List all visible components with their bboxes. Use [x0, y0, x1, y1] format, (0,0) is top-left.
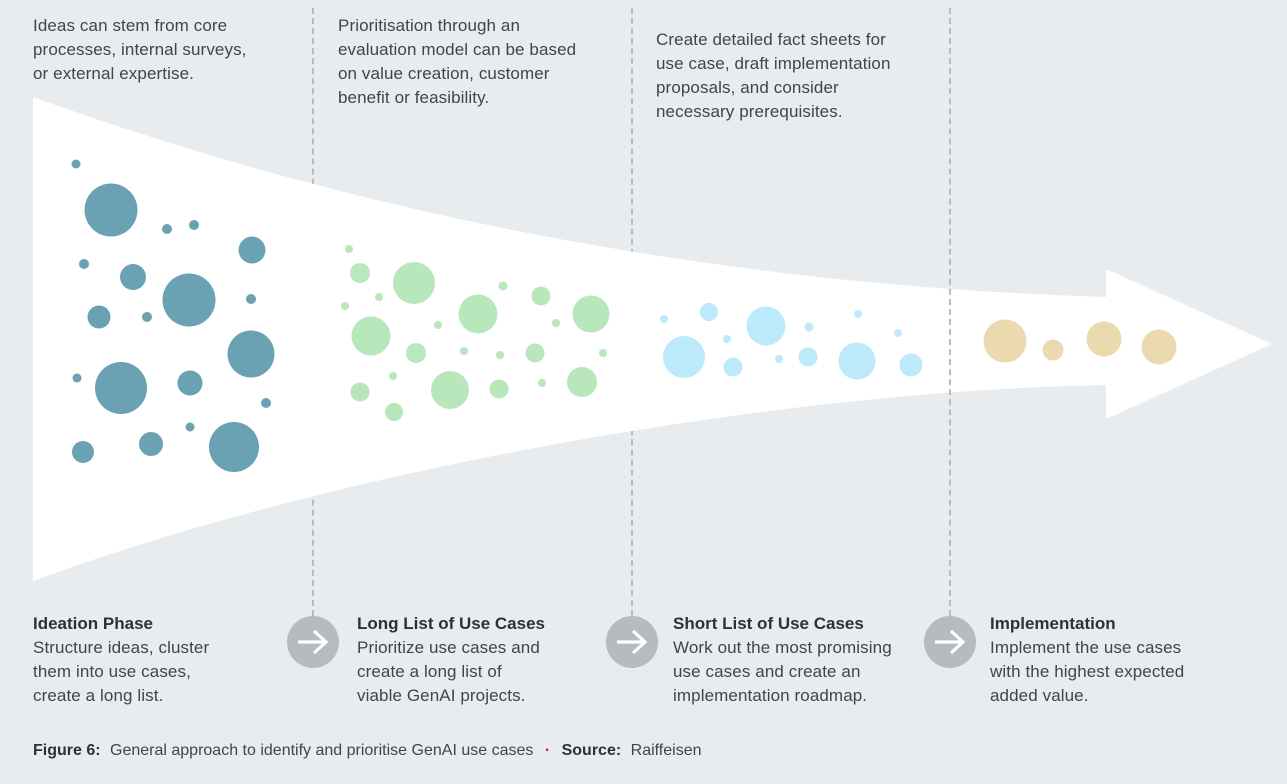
phase-label-ideation: Ideation Phase Structure ideas, cluster …: [33, 612, 293, 708]
next-phase-arrow-icon: [924, 616, 976, 668]
long-list-bubble: [460, 347, 468, 355]
long-list-bubble: [350, 263, 370, 283]
long-list-bubble: [385, 403, 403, 421]
ideation-bubble: [79, 259, 89, 269]
short-list-bubble: [723, 357, 743, 377]
phase-label-short-list: Short List of Use Cases Work out the mos…: [673, 612, 933, 708]
phase-label-implementation: Implementation Implement the use cases w…: [990, 612, 1250, 708]
long-list-bubble: [406, 343, 426, 363]
phase-description: Implement the use cases with the highest…: [990, 638, 1185, 705]
ideation-bubble: [209, 422, 259, 472]
short-list-bubble: [746, 306, 786, 346]
long-list-bubble: [599, 349, 607, 357]
source-text: Raiffeisen: [630, 742, 702, 759]
ideation-bubble: [87, 305, 111, 329]
long-list-bubble: [351, 316, 391, 356]
next-phase-arrow-icon: [606, 616, 658, 668]
long-list-bubble: [567, 367, 597, 397]
long-list-bubble: [393, 262, 435, 304]
long-list-bubble: [525, 343, 545, 363]
long-list-bubble: [431, 371, 469, 409]
short-list-bubble: [775, 355, 783, 363]
ideation-bubble: [246, 294, 256, 304]
note-long-list: Prioritisation through an evaluation mod…: [338, 16, 577, 107]
ideation-bubble: [177, 370, 203, 396]
ideation-bubble: [162, 273, 216, 327]
phase-description: Work out the most promising use cases an…: [673, 638, 892, 705]
phase-description: Prioritize use cases and create a long l…: [357, 638, 540, 705]
phase-title: Long List of Use Cases: [357, 614, 545, 633]
implementation-bubble: [1141, 329, 1177, 365]
long-list-bubble: [538, 379, 546, 387]
ideation-bubble: [71, 159, 81, 169]
short-list-bubble: [894, 329, 902, 337]
long-list-bubble: [496, 351, 504, 359]
ideation-bubble: [261, 398, 271, 408]
note-short-list: Create detailed fact sheets for use case…: [656, 30, 891, 121]
phase-title: Implementation: [990, 614, 1116, 633]
long-list-bubble: [552, 319, 560, 327]
phase-divider-3: [949, 8, 951, 616]
ideation-bubble: [72, 441, 94, 463]
phase-description: Structure ideas, cluster them into use c…: [33, 638, 210, 705]
ideation-bubble: [162, 224, 172, 234]
right-arrow-icon: [298, 629, 329, 655]
figure-text: General approach to identify and priorit…: [110, 742, 534, 759]
long-list-bubble: [345, 245, 353, 253]
right-arrow-icon: [935, 629, 966, 655]
short-list-bubble: [854, 310, 862, 318]
ideation-bubble: [120, 264, 146, 290]
caption-separator-dot: ·: [544, 742, 551, 759]
long-list-bubble: [458, 294, 498, 334]
long-list-bubble: [350, 382, 370, 402]
ideation-bubble: [185, 422, 195, 432]
implementation-bubble: [1086, 321, 1122, 357]
long-list-bubble: [531, 286, 551, 306]
short-list-bubble: [663, 336, 705, 378]
short-list-bubble: [700, 303, 718, 321]
short-list-bubble: [838, 342, 876, 380]
phase-title: Short List of Use Cases: [673, 614, 864, 633]
ideation-bubble: [95, 362, 147, 414]
long-list-bubble: [498, 281, 508, 291]
bubble-layer: [71, 159, 1177, 472]
short-list-bubble: [723, 335, 731, 343]
long-list-bubble: [434, 321, 442, 329]
ideation-bubble: [84, 183, 138, 237]
short-list-bubble: [798, 347, 818, 367]
ideation-bubble: [72, 373, 82, 383]
implementation-bubble: [1042, 339, 1064, 361]
implementation-bubble: [983, 319, 1027, 363]
ideation-bubble: [189, 220, 199, 230]
ideation-bubble: [139, 432, 163, 456]
right-arrow-icon: [617, 629, 648, 655]
long-list-bubble: [572, 295, 610, 333]
long-list-bubble: [489, 379, 509, 399]
phase-label-long-list: Long List of Use Cases Prioritize use ca…: [357, 612, 617, 708]
source-label: Source:: [561, 742, 622, 759]
long-list-bubble: [375, 293, 383, 301]
funnel-arrow-shape: [33, 97, 1272, 581]
short-list-bubble: [660, 315, 668, 323]
figure-caption: Figure 6: General approach to identify a…: [33, 742, 702, 760]
phase-title: Ideation Phase: [33, 614, 153, 633]
figure-label: Figure 6:: [33, 742, 101, 759]
ideation-bubble: [142, 312, 152, 322]
short-list-bubble: [899, 353, 923, 377]
ideation-bubble: [238, 236, 266, 264]
ideation-bubble: [227, 330, 275, 378]
note-ideation: Ideas can stem from core processes, inte…: [33, 16, 247, 83]
long-list-bubble: [389, 372, 397, 380]
next-phase-arrow-icon: [287, 616, 339, 668]
short-list-bubble: [804, 322, 814, 332]
long-list-bubble: [341, 302, 349, 310]
